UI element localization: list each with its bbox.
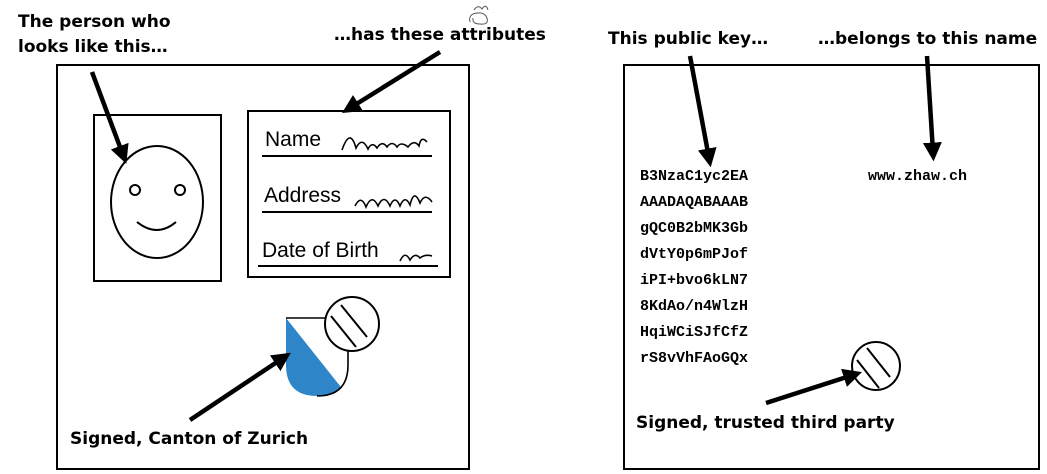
label-signed-third-party: Signed, trusted third party: [636, 413, 895, 433]
domain-name: www.zhaw.ch: [868, 168, 968, 185]
label-belongs-name: …belongs to this name: [818, 29, 1038, 49]
public-key-line: HqiWCiSJfCfZ: [640, 324, 749, 341]
public-key-line: 8KdAo/n4WlzH: [640, 298, 749, 315]
scribble-icon: [469, 5, 489, 25]
label-signed-canton: Signed, Canton of Zurich: [70, 429, 309, 449]
label-person-line2: looks like this…: [18, 37, 168, 57]
public-key-line: AAADAQABAAAB: [640, 194, 749, 211]
public-key-line: dVtY0p6mPJof: [640, 246, 749, 263]
public-key-line: gQC0B2bMK3Gb: [640, 220, 749, 237]
label-public-key: This public key…: [608, 29, 769, 49]
photo-frame: [93, 114, 222, 282]
attribute-date-of-birth: Date of Birth: [262, 239, 379, 262]
attribute-address: Address: [264, 184, 342, 207]
attribute-name: Name: [265, 128, 322, 151]
public-key-line: B3NzaC1yc2EA: [640, 168, 749, 185]
label-person-line1: The person who: [18, 12, 171, 32]
certificate-frame: [623, 64, 1040, 470]
public-key-line: rS8vVhFAoGQx: [640, 350, 749, 367]
public-key-line: iPI+bvo6kLN7: [640, 272, 749, 289]
label-attributes: …has these attributes: [334, 25, 546, 45]
